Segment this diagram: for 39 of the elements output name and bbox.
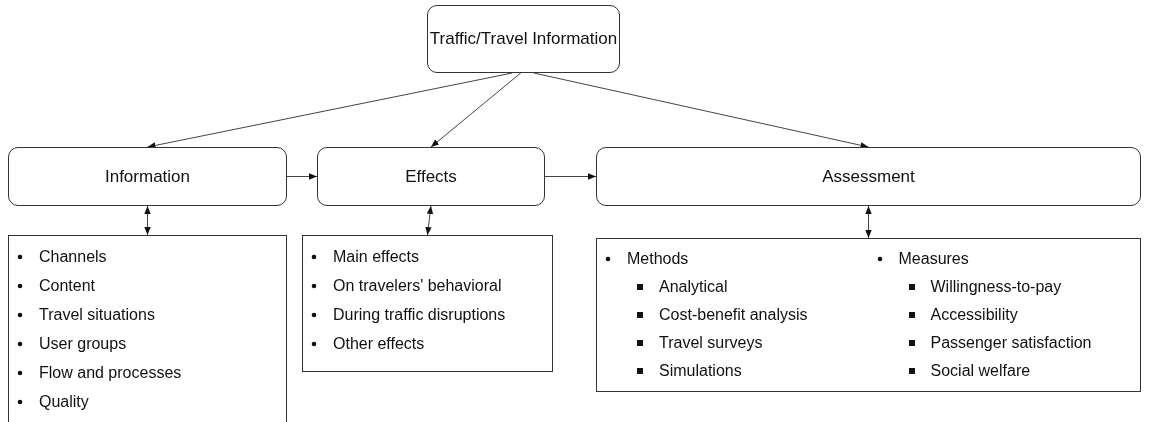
node-label: Information: [104, 166, 190, 187]
node-label: Traffic/Travel Information: [429, 29, 618, 49]
list-item: Methods: [627, 250, 689, 268]
list-item: Main effects: [333, 247, 419, 266]
arrow: [147, 72, 513, 149]
list-item: Other effects: [333, 334, 425, 353]
list-item: On travelers' behavioral: [333, 276, 502, 295]
arrow: [865, 205, 872, 239]
arrow: [544, 173, 597, 180]
list-box: [8, 235, 287, 422]
sub-list-item: Cost-benefit analysis: [659, 306, 808, 324]
arrow: [144, 205, 151, 236]
list-item: Content: [39, 276, 96, 295]
sub-list-item: Social welfare: [930, 362, 1031, 380]
node-label: Effects: [405, 166, 457, 187]
list-item: Flow and processes: [39, 363, 182, 382]
arrow: [425, 205, 434, 236]
list-box: [302, 235, 553, 372]
arrow: [286, 173, 318, 180]
list-item: User groups: [39, 334, 127, 353]
sub-list-item: Passenger satisfaction: [930, 334, 1092, 352]
list-item: Travel situations: [39, 305, 155, 324]
sub-list-item: Willingness-to-pay: [930, 278, 1062, 296]
sub-list-item: Analytical: [659, 278, 728, 296]
list-box: [596, 238, 1141, 392]
rounded-box: [596, 147, 1141, 206]
arrow: [430, 72, 522, 148]
list-item: Quality: [39, 392, 89, 411]
node-label: Assessment: [822, 166, 915, 187]
rounded-box: [8, 147, 287, 206]
rounded-box: [427, 5, 620, 73]
arrow: [533, 72, 869, 149]
list-item: Channels: [39, 247, 107, 266]
sub-list-item: Simulations: [659, 362, 742, 380]
sub-list-item: Accessibility: [930, 306, 1018, 324]
sub-list-item: Travel surveys: [659, 334, 763, 352]
list-item: Measures: [898, 250, 969, 268]
list-item: During traffic disruptions: [333, 305, 506, 324]
rounded-box: [317, 147, 545, 206]
